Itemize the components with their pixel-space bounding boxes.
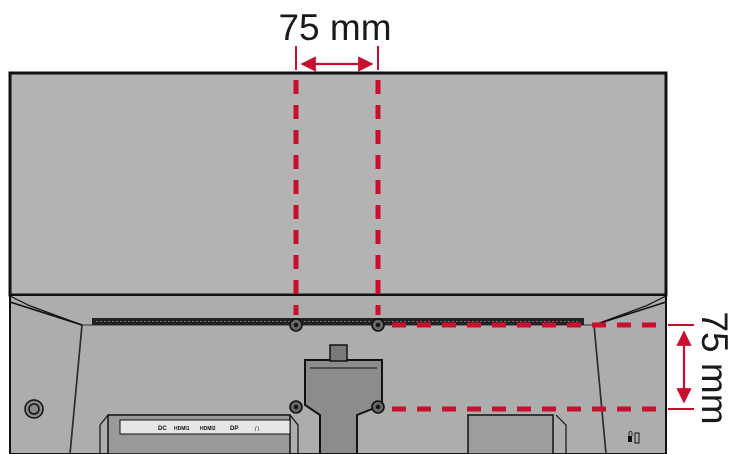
port-label-hdmi2: HDMI2 [200, 426, 216, 432]
monitor-back-panel [8, 71, 668, 297]
screw-hole-bottom-right [371, 400, 385, 414]
vesa-guide-lines [293, 80, 664, 412]
kensington-lock-icon [628, 431, 640, 444]
port-labels: DC HDMI1 HDMI2 DP ∩ [158, 423, 261, 433]
stand-clip [329, 344, 348, 362]
power-button-icon [24, 399, 44, 419]
screw-hole-top-right [371, 318, 385, 332]
vertical-dimension-label: 75 mm [694, 311, 735, 424]
port-label-dp: DP [230, 426, 238, 432]
port-label-hdmi1: HDMI1 [174, 426, 190, 432]
port-label-strip [119, 419, 291, 435]
port-label-dc: DC [158, 426, 167, 432]
screw-hole-top-left [289, 318, 303, 332]
right-bevel-inner [593, 295, 667, 326]
right-recess-edge [555, 414, 567, 454]
screw-hole-bottom-left [289, 400, 303, 414]
horizontal-dimension-label: 75 mm [278, 7, 391, 48]
stand-neck [304, 359, 383, 454]
left-bevel-inner [9, 295, 83, 326]
guide-extension-lines [295, 46, 694, 410]
port-bracket-lines [99, 414, 299, 454]
right-recess [467, 414, 554, 454]
port-label-headphone: ∩ [254, 423, 261, 433]
